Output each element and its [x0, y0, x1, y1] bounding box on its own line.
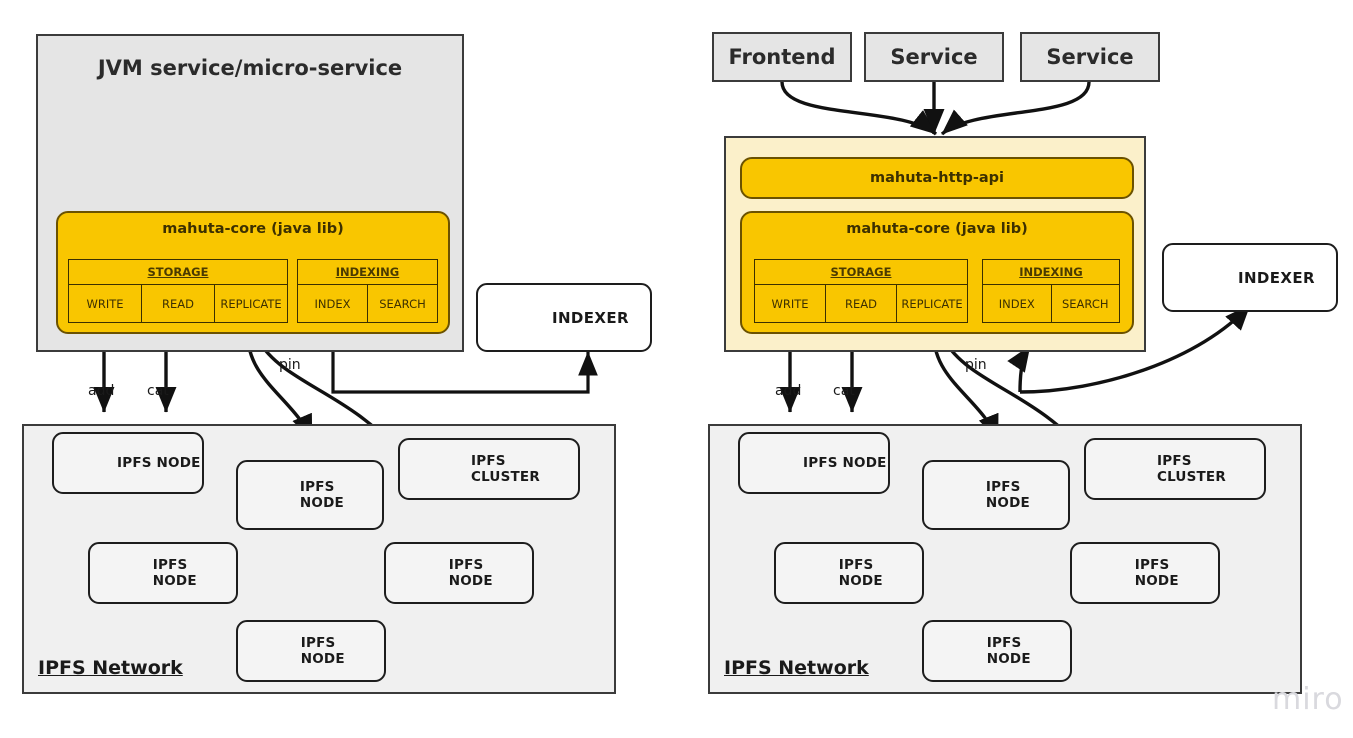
right-edge-label-add: add [775, 383, 802, 399]
right-indexing-cell-search[interactable]: SEARCH [1061, 297, 1109, 311]
left-storage-cell-write[interactable]: WRITE [69, 285, 142, 323]
left-indexing-cell-index[interactable]: INDEX [298, 285, 368, 323]
left-indexer-box[interactable]: INDEXER [476, 283, 652, 352]
left-indexing-header: INDEXING [298, 260, 437, 285]
left-ipfs-cluster-label: IPFS CLUSTER [471, 453, 540, 485]
left-ipfs-node-4[interactable]: IPFS NODE [384, 542, 534, 604]
right-ipfs-network-title: IPFS Network [724, 657, 869, 679]
right-ipfs-node-5-label: IPFS NODE [986, 635, 1031, 667]
miro-watermark: miro [1272, 682, 1344, 717]
left-storage-cell-read[interactable]: READ [142, 285, 215, 323]
left-ipfs-network-title: IPFS Network [38, 657, 183, 679]
left-ipfs-node-5-label: IPFS NODE [300, 635, 345, 667]
right-ipfs-node-2-label: IPFS NODE [985, 479, 1030, 511]
left-edge-label-add: add [88, 383, 115, 399]
right-storage-cell-write[interactable]: WRITE [755, 285, 826, 323]
left-storage-section[interactable]: STORAGE WRITE READ REPLICATE [68, 259, 288, 323]
right-ipfs-node-4[interactable]: IPFS NODE [1070, 542, 1220, 604]
left-ipfs-node-4-label: IPFS NODE [448, 557, 493, 589]
left-ipfs-node-5[interactable]: IPFS NODE [236, 620, 386, 682]
right-storage-cell-replicate[interactable]: REPLICATE [901, 297, 963, 311]
client-service-1[interactable]: Service [864, 32, 1004, 82]
right-ipfs-node-3[interactable]: IPFS NODE [774, 542, 924, 604]
right-ipfs-node-2[interactable]: IPFS NODE [922, 460, 1070, 530]
jvm-service-title: JVM service/micro-service [97, 56, 403, 80]
right-ipfs-cluster-label: IPFS CLUSTER [1157, 453, 1226, 485]
left-indexing-cell-search[interactable]: SEARCH [379, 297, 426, 311]
right-storage-header: STORAGE [755, 260, 967, 285]
right-ipfs-node-1[interactable]: IPFS NODE [738, 432, 890, 494]
right-ipfs-node-3-label: IPFS NODE [838, 557, 883, 589]
right-ipfs-node-4-label: IPFS NODE [1134, 557, 1179, 589]
right-edge-label-pin: pin [965, 357, 987, 373]
right-mahuta-core[interactable]: mahuta-core (java lib) [740, 211, 1134, 334]
left-ipfs-node-3-label: IPFS NODE [152, 557, 197, 589]
client-service-2[interactable]: Service [1020, 32, 1160, 82]
right-ipfs-node-1-label: IPFS NODE [803, 455, 887, 471]
right-indexer-label: INDEXER [1238, 268, 1315, 287]
right-ipfs-cluster[interactable]: IPFS CLUSTER [1084, 438, 1266, 500]
right-mahuta-http-api-title: mahuta-http-api [870, 170, 1004, 186]
left-indexer-label: INDEXER [552, 308, 629, 327]
right-indexing-section[interactable]: INDEXING INDEX SEARCH [982, 259, 1120, 323]
left-ipfs-cluster[interactable]: IPFS CLUSTER [398, 438, 580, 500]
right-ipfs-node-5[interactable]: IPFS NODE [922, 620, 1072, 682]
left-ipfs-node-2[interactable]: IPFS NODE [236, 460, 384, 530]
right-indexing-cell-index[interactable]: INDEX [983, 285, 1052, 323]
left-mahuta-core-title: mahuta-core (java lib) [162, 221, 344, 237]
right-mahuta-core-title: mahuta-core (java lib) [846, 221, 1028, 237]
left-ipfs-node-1-label: IPFS NODE [117, 455, 201, 471]
left-ipfs-node-1[interactable]: IPFS NODE [52, 432, 204, 494]
right-edge-label-cat: cat [833, 383, 855, 399]
left-storage-header: STORAGE [69, 260, 287, 285]
right-indexer-box[interactable]: INDEXER [1162, 243, 1338, 312]
right-storage-section[interactable]: STORAGE WRITE READ REPLICATE [754, 259, 968, 323]
left-ipfs-node-3[interactable]: IPFS NODE [88, 542, 238, 604]
left-edge-label-pin: pin [279, 357, 301, 373]
left-edge-label-cat: cat [147, 383, 169, 399]
left-storage-cell-replicate[interactable]: REPLICATE [220, 297, 282, 311]
right-mahuta-http-api[interactable]: mahuta-http-api [740, 157, 1134, 199]
right-indexing-header: INDEXING [983, 260, 1119, 285]
right-storage-cell-read[interactable]: READ [826, 285, 897, 323]
left-indexing-section[interactable]: INDEXING INDEX SEARCH [297, 259, 438, 323]
client-frontend[interactable]: Frontend [712, 32, 852, 82]
left-ipfs-node-2-label: IPFS NODE [299, 479, 344, 511]
left-mahuta-core[interactable]: mahuta-core (java lib) [56, 211, 450, 334]
